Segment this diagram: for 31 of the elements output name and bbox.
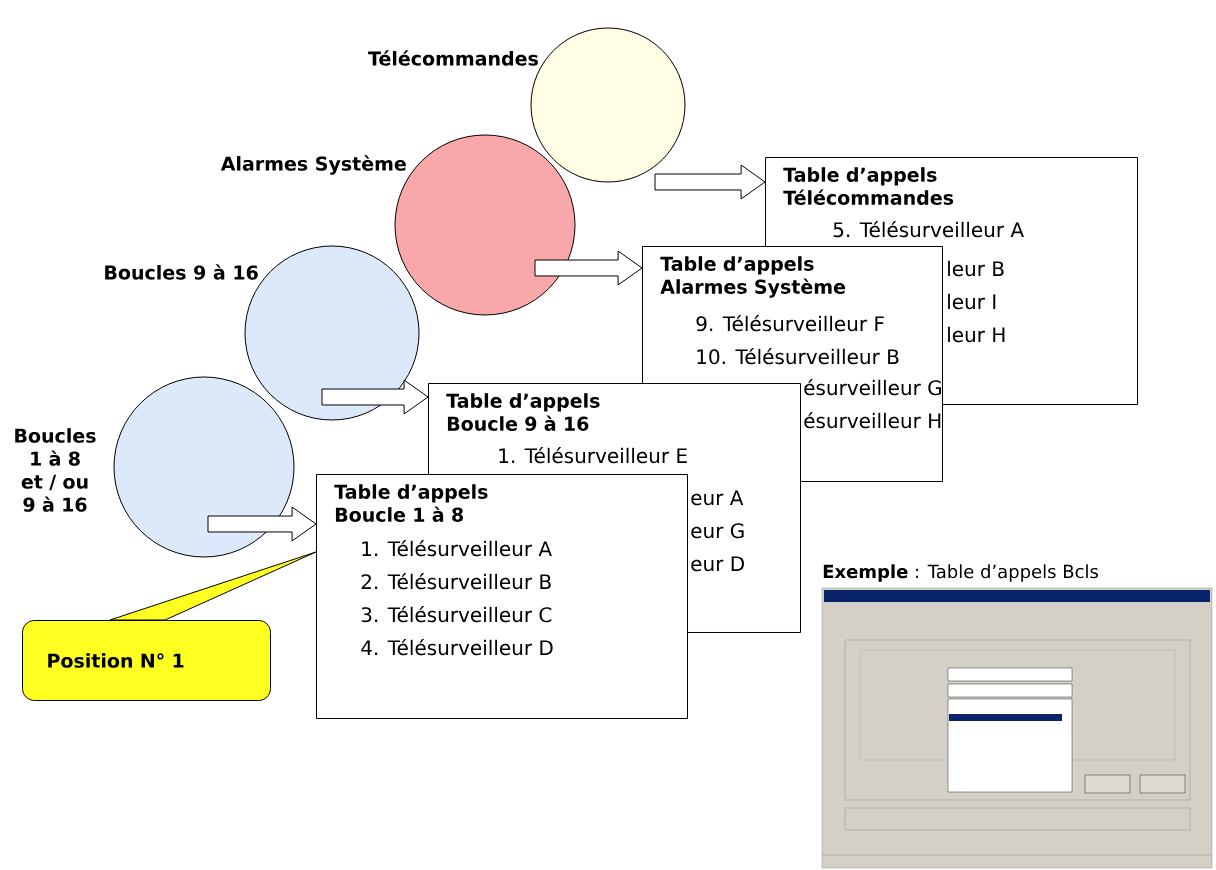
table-heading: Table d’appels Boucle 1 à 8 bbox=[334, 484, 488, 522]
list-item: 5. Télésurveilleur A bbox=[833, 221, 1024, 238]
list-item: 1. Télésurveilleur E bbox=[499, 447, 687, 464]
circle-label: Boucles 1 à 8 et / ou 9 à 16 bbox=[15, 428, 96, 512]
list-item: 9. Télésurveilleur F bbox=[696, 315, 884, 332]
list-item: ésurveilleur G bbox=[804, 379, 942, 396]
list-item: ésurveilleur H bbox=[804, 412, 941, 429]
circle-label: Alarmes Système bbox=[220, 155, 406, 175]
circle-label: Télécommandes bbox=[368, 50, 538, 66]
circle-label: Boucles 9 à 16 bbox=[105, 264, 258, 280]
list-item: 2. Télésurveilleur B bbox=[361, 573, 551, 590]
list-item: eur D bbox=[691, 556, 744, 572]
block-arrow bbox=[321, 379, 429, 415]
table-heading: Table d’appels Télécommandes bbox=[783, 167, 954, 205]
list-item: leur I bbox=[948, 293, 996, 310]
block-arrow bbox=[207, 506, 317, 542]
list-item: leur H bbox=[948, 326, 1005, 343]
list-item: 1. Télésurveilleur A bbox=[362, 540, 552, 557]
callout-box: Position N° 1 bbox=[22, 620, 271, 701]
table-heading: Table d’appels Alarmes Système bbox=[660, 256, 846, 298]
block-arrow bbox=[534, 250, 643, 286]
list-item: 10. Télésurveilleur B bbox=[697, 348, 899, 365]
table-heading: Table d’appels Boucle 9 à 16 bbox=[446, 393, 600, 431]
callout-pointer bbox=[109, 551, 317, 621]
list-item: 3. Télésurveilleur C bbox=[361, 606, 552, 623]
list-item: eur G bbox=[691, 523, 744, 539]
block-arrow bbox=[654, 164, 766, 200]
caption-text: Exemple : Table d’appels Bcls bbox=[823, 564, 1098, 582]
list-item: 4. Télésurveilleur D bbox=[361, 639, 553, 656]
list-item: leur B bbox=[948, 260, 1004, 277]
list-item: eur A bbox=[691, 490, 744, 506]
